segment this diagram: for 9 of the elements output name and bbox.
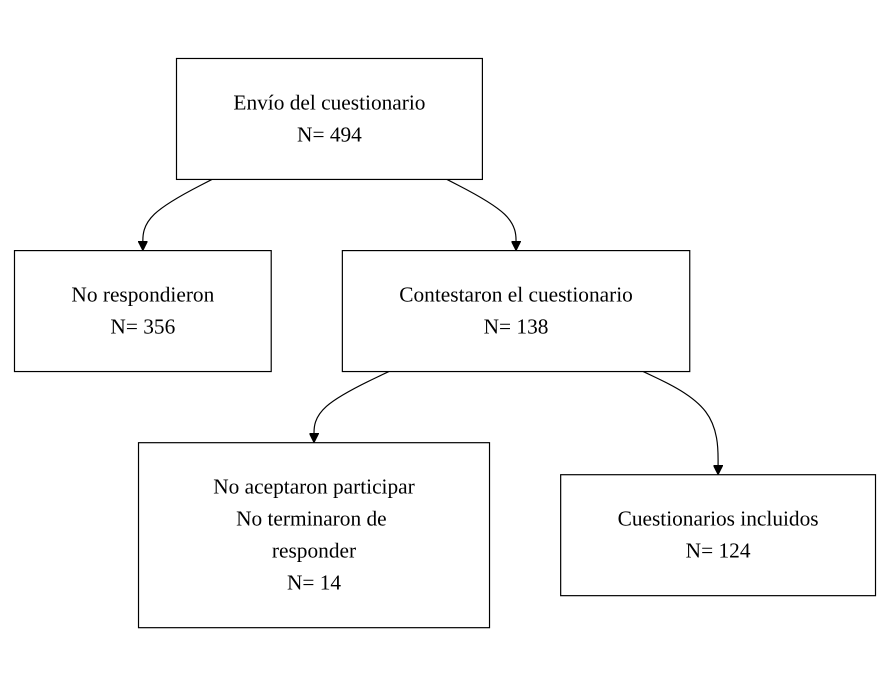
arrow xyxy=(138,179,212,252)
node-box: No respondieron N= 356 xyxy=(14,250,272,373)
node-box: Contestaron el cuestionario N= 138 xyxy=(342,250,690,373)
node-box: No aceptaron participar No terminaron de responder N= 14 xyxy=(138,442,490,629)
arrow xyxy=(446,179,522,252)
node-box: Cuestionarios incluidos N= 124 xyxy=(560,474,876,597)
node-box: Envío del cuestionario N= 494 xyxy=(176,58,483,180)
arrow xyxy=(308,371,390,444)
arrow xyxy=(643,371,724,476)
